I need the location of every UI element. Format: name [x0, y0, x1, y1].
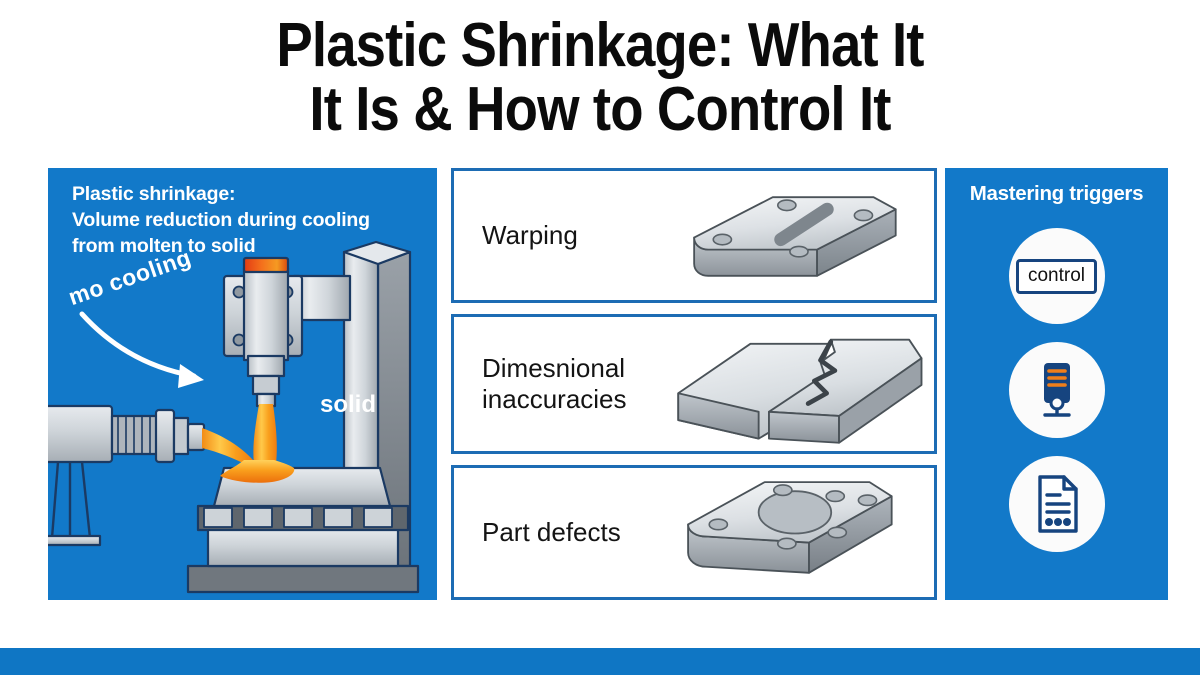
- defects-list: Warping: [451, 168, 943, 600]
- cracked-slab-icon: [677, 317, 934, 451]
- defect-label: Dimesnional inaccuracies: [454, 353, 682, 415]
- trigger-machine-settings[interactable]: [1008, 342, 1105, 438]
- page-title-line-2: It Is & How to Control It: [309, 75, 891, 144]
- warped-plate-icon: [682, 171, 934, 300]
- defect-card-dimensional-inaccuracies[interactable]: Dimesnional inaccuracies: [451, 314, 937, 454]
- mastering-triggers-title: Mastering triggers: [969, 182, 1144, 205]
- defect-card-part-defects[interactable]: Part defects: [451, 465, 937, 600]
- definition-caption-line-3: from molten to solid: [72, 235, 256, 257]
- control-chip-icon: control: [1015, 258, 1098, 294]
- mastering-triggers-panel: Mastering triggers control: [945, 168, 1168, 600]
- defect-label: Warping: [454, 220, 682, 251]
- definition-caption-line-2: Volume reduction during cooling: [72, 209, 370, 231]
- trigger-documentation[interactable]: [1008, 456, 1105, 552]
- definition-caption: Plastic shrinkage: Volume reduction duri…: [72, 181, 422, 259]
- server-tower-icon: [1042, 363, 1071, 417]
- infographic-body: Plastic shrinkage: Volume reduction duri…: [48, 168, 1168, 600]
- defect-card-warping[interactable]: Warping: [451, 168, 937, 303]
- document-lines-icon: [1037, 475, 1078, 533]
- defect-label-line-1: Dimesnional: [482, 353, 626, 383]
- page-title: Plastic Shrinkage: What It It Is & How t…: [0, 14, 1200, 142]
- definition-panel: Plastic shrinkage: Volume reduction duri…: [48, 168, 437, 600]
- flanged-block-icon: [682, 468, 934, 597]
- trigger-control[interactable]: control: [1008, 228, 1105, 324]
- definition-caption-line-1: Plastic shrinkage:: [72, 183, 236, 205]
- defect-label: Part defects: [454, 517, 682, 548]
- footer-bar: [0, 648, 1200, 675]
- defect-label-line-2: inaccuracies: [482, 384, 627, 414]
- injection-molding-machine-illustration: [48, 240, 420, 594]
- defect-label-line-1: Part defects: [482, 517, 621, 547]
- defect-label-line-1: Warping: [482, 220, 578, 250]
- page-title-line-1: Plastic Shrinkage: What It: [276, 11, 924, 80]
